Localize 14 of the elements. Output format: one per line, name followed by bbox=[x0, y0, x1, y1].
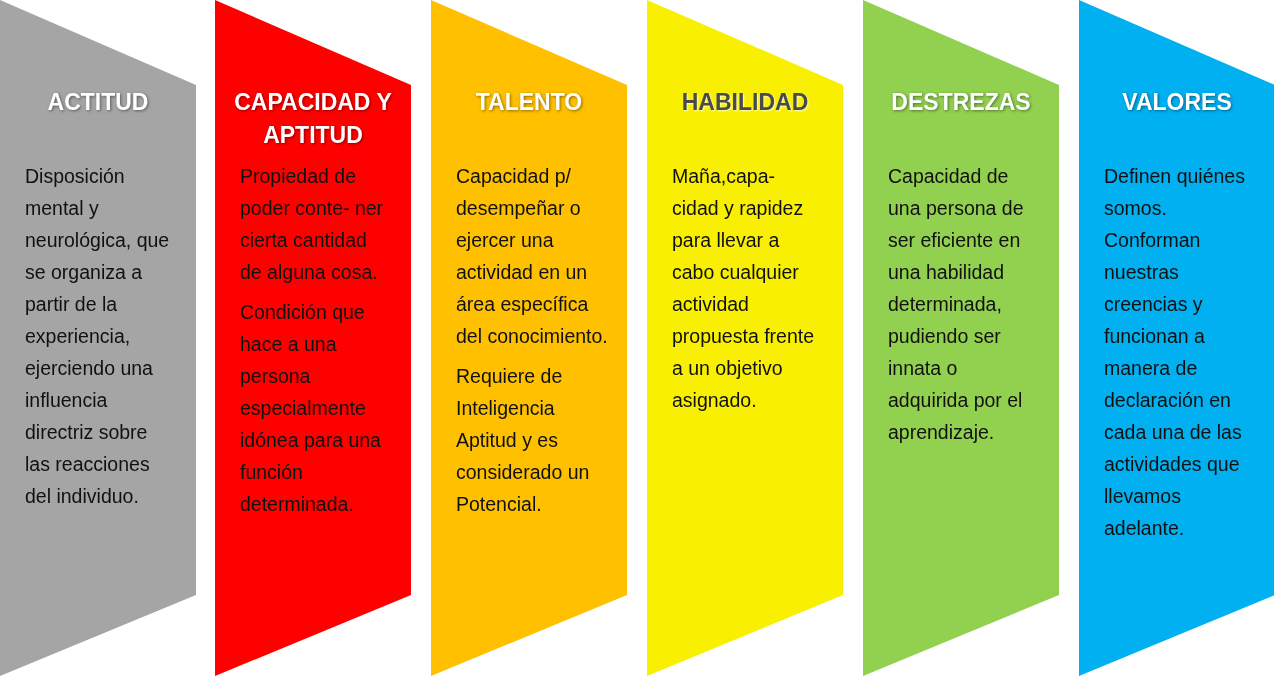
panel-description: Capacidad de una persona de ser eficiente en una habilidad determinada, pudiendo ser innata o adquirida por el aprendizaje. bbox=[888, 164, 1025, 445]
panel-description: Capacidad p/ desempeñar o ejercer una actividad en un área específica del conocimiento. bbox=[456, 164, 608, 349]
panel-description: Disposición mental y neurológica, que se organiza a partir de la experiencia, ejerciendo una influencia directriz sobre las reacciones del individuo. bbox=[25, 164, 171, 509]
panel-description: Maña,capa- cidad y rapidez para llevar a cabo cualquier actividad propuesta frente a un objetivo asignado. bbox=[672, 164, 815, 413]
panel-description: Requiere de Inteligencia Aptitud y es considerado un Potencial. bbox=[456, 364, 591, 517]
panel-heading: CAPACIDAD Y APTITUD bbox=[233, 88, 393, 150]
panel-heading: TALENTO bbox=[474, 88, 584, 117]
panel-heading: ACTITUD bbox=[46, 88, 150, 117]
panel-description: Condición que hace a una persona especialmente idónea para una función determinada. bbox=[240, 300, 382, 517]
panel-description: Propiedad de poder conte- ner cierta cantidad de alguna cosa. bbox=[240, 164, 385, 285]
panel-heading: HABILIDAD bbox=[680, 88, 810, 117]
panel-heading: VALORES bbox=[1121, 88, 1233, 117]
panel-heading: DESTREZAS bbox=[890, 88, 1032, 117]
panel-description: Definen quiénes somos. Conforman nuestras creencias y funcionan a manera de declaración en cada una de las actividades que llevamos adelante. bbox=[1104, 164, 1246, 541]
